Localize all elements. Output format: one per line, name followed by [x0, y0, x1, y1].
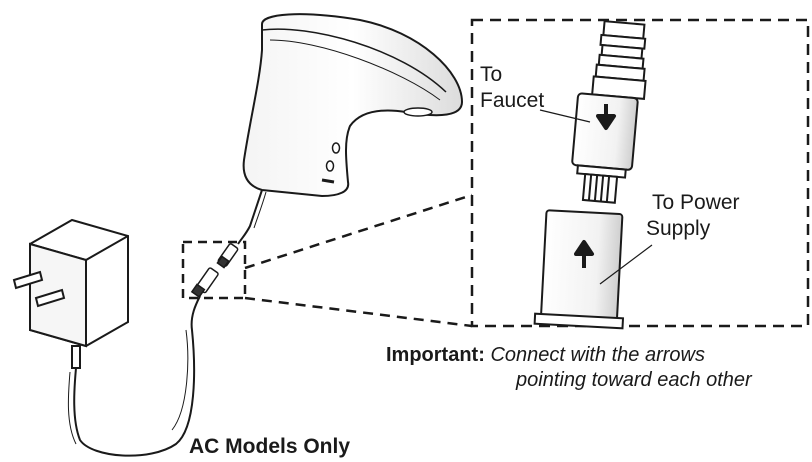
ac-power-adapter: [12, 218, 129, 369]
important-text-line-2: pointing toward each other: [516, 369, 752, 391]
important-note: Important: Connect with the arrows: [386, 342, 705, 368]
connection-detail-box: [181, 240, 247, 300]
plug-prongs: [12, 270, 66, 308]
important-text-line-1: Connect with the arrows: [490, 344, 705, 366]
arrow-down-icon: [596, 104, 616, 130]
faucet-illustration: [242, 13, 464, 198]
to-power-leader: [599, 244, 653, 285]
small-connector-faucet-side: [216, 243, 239, 269]
faucet-cable: [237, 189, 263, 245]
power-cable: [73, 295, 201, 457]
important-prefix: Important:: [386, 344, 485, 366]
arrow-up-icon: [574, 240, 594, 268]
enlarged-detail-box: [470, 18, 810, 328]
to-power-supply-label: To Power Supply: [646, 190, 740, 242]
to-power-line-2: Supply: [646, 217, 711, 240]
to-power-line-1: To Power: [652, 191, 740, 214]
ac-models-caption: AC Models Only: [189, 435, 351, 458]
to-faucet-label: To Faucet: [480, 62, 544, 114]
leader-line-bottom: [244, 296, 473, 328]
to-faucet-line-1: To: [480, 63, 503, 86]
small-connector-power-side: [190, 267, 219, 299]
to-faucet-line-2: Faucet: [480, 89, 545, 112]
leader-line-top: [244, 193, 473, 270]
to-faucet-leader: [539, 109, 591, 123]
connector-pins: [581, 172, 619, 204]
enlarged-connector-power: [533, 209, 625, 330]
enlarged-connector-faucet: [571, 20, 647, 204]
